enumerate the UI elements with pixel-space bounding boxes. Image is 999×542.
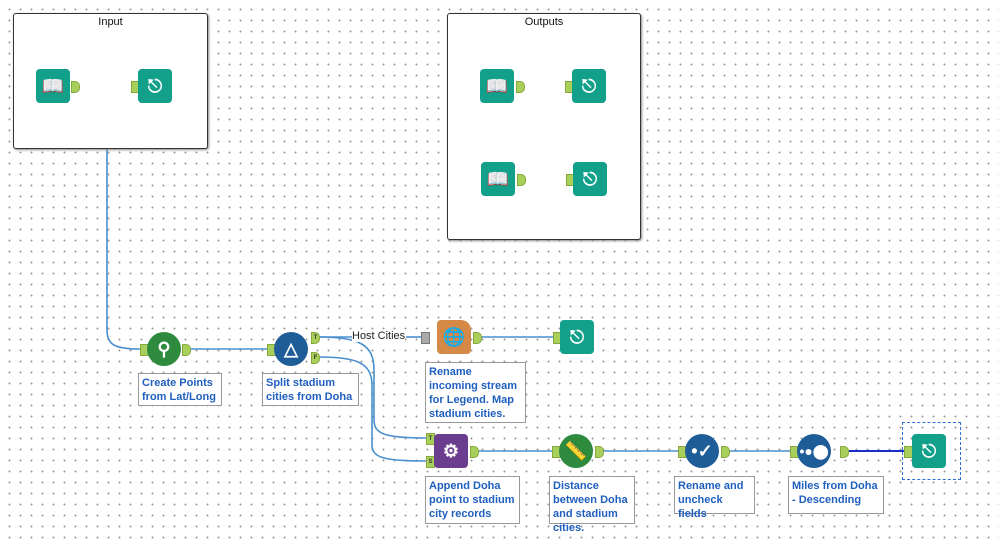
wire bbox=[318, 356, 427, 462]
globe-icon: 🌐 bbox=[442, 326, 466, 347]
annotation: Rename incoming stream for Legend. Map s… bbox=[425, 362, 526, 423]
annotation: Distance between Doha and stadium cities… bbox=[549, 476, 635, 534]
selection-box bbox=[902, 422, 961, 480]
dots-icon: •●⬤ bbox=[799, 442, 829, 459]
binoculars-icon: ⎋ bbox=[581, 75, 597, 96]
browse-tool[interactable]: ⎋ bbox=[912, 434, 946, 468]
select-tool[interactable]: •✓ bbox=[685, 434, 719, 468]
output-anchor[interactable] bbox=[721, 446, 730, 458]
browse-tool[interactable]: ⎋ bbox=[138, 69, 172, 103]
sort-tool[interactable]: •●⬤ bbox=[797, 434, 831, 468]
output-anchor[interactable] bbox=[182, 344, 191, 356]
false-anchor[interactable]: F bbox=[311, 352, 320, 364]
input-data-tool[interactable]: 📖 bbox=[36, 69, 70, 103]
connection-label: Host Cities bbox=[352, 330, 406, 342]
ruler-icon: 📏 bbox=[564, 440, 588, 461]
binoculars-icon: ⎋ bbox=[569, 326, 585, 347]
output-anchor[interactable] bbox=[595, 446, 604, 458]
gears-plus-icon: ⚙ bbox=[442, 440, 460, 461]
container-title: Input bbox=[98, 16, 123, 28]
book-icon: 📖 bbox=[486, 168, 510, 189]
append-fields-tool[interactable]: ⚙ bbox=[434, 434, 468, 468]
output-anchor[interactable] bbox=[516, 81, 525, 93]
book-icon: 📖 bbox=[485, 75, 509, 96]
annotation: Split stadium cities from Doha bbox=[262, 373, 359, 406]
browse-tool[interactable]: ⎋ bbox=[573, 162, 607, 196]
distance-tool[interactable]: 📏 bbox=[559, 434, 593, 468]
check-dots-icon: •✓ bbox=[691, 440, 713, 461]
annotation: Append Doha point to stadium city record… bbox=[425, 476, 520, 524]
wire bbox=[318, 336, 427, 439]
output-anchor[interactable] bbox=[473, 332, 482, 344]
output-anchor[interactable] bbox=[470, 446, 479, 458]
annotation: Rename and uncheck fields bbox=[674, 476, 755, 520]
outputs-container[interactable]: Outputs bbox=[447, 13, 641, 240]
input-data-tool[interactable]: 📖 bbox=[481, 162, 515, 196]
multi-input-anchor[interactable] bbox=[421, 332, 430, 344]
map-pin-icon: ⚲ bbox=[157, 338, 171, 359]
input-data-tool[interactable]: 📖 bbox=[480, 69, 514, 103]
browse-tool[interactable]: ⎋ bbox=[572, 69, 606, 103]
binoculars-icon: ⎋ bbox=[582, 168, 598, 189]
map-legend-tool[interactable]: 🌐 bbox=[437, 320, 471, 354]
annotation: Create Points from Lat/Long bbox=[138, 373, 222, 406]
create-points-tool[interactable]: ⚲ bbox=[147, 332, 181, 366]
output-anchor[interactable] bbox=[840, 446, 849, 458]
output-anchor[interactable] bbox=[71, 81, 80, 93]
annotation: Miles from Doha - Descending bbox=[788, 476, 884, 514]
binoculars-icon: ⎋ bbox=[147, 75, 163, 96]
filter-tool[interactable]: △ bbox=[274, 332, 308, 366]
output-anchor[interactable] bbox=[517, 174, 526, 186]
container-title: Outputs bbox=[524, 16, 564, 28]
binoculars-icon: ⎋ bbox=[921, 440, 937, 461]
browse-tool[interactable]: ⎋ bbox=[560, 320, 594, 354]
book-icon: 📖 bbox=[41, 75, 65, 96]
true-anchor[interactable]: T bbox=[311, 332, 320, 344]
prism-filter-icon: △ bbox=[284, 338, 298, 359]
